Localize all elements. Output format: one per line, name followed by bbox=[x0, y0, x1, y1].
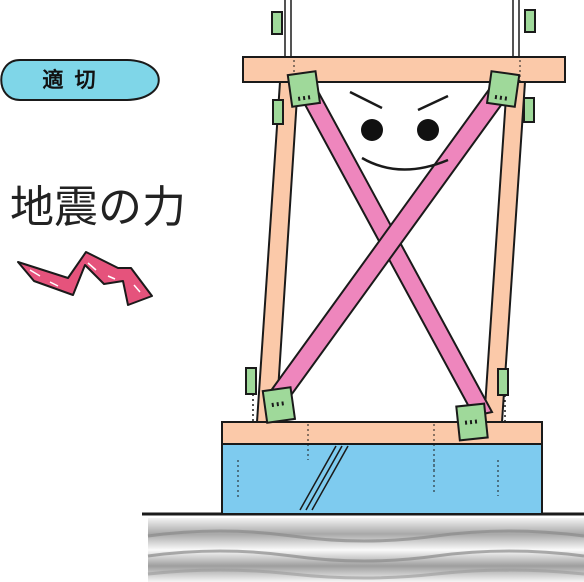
anchor-lines bbox=[252, 0, 520, 422]
corner-plate-bottom-right bbox=[455, 402, 489, 442]
seismic-force-arrow bbox=[17, 251, 153, 306]
ground bbox=[142, 512, 584, 582]
frame-face bbox=[349, 90, 449, 171]
corner-plate-bottom-left bbox=[261, 386, 297, 424]
corner-plate-top-right bbox=[485, 70, 521, 108]
brace-right-to-left bbox=[268, 82, 514, 400]
foundation bbox=[221, 443, 543, 515]
badge-label: 適 切 bbox=[42, 68, 97, 92]
rating-badge: 適 切 bbox=[0, 59, 160, 101]
hold-down-connectors bbox=[245, 9, 536, 396]
earthquake-force-label: 地震の力 bbox=[10, 182, 186, 233]
corner-plate-top-left bbox=[286, 70, 322, 108]
sill-beam bbox=[221, 421, 543, 445]
